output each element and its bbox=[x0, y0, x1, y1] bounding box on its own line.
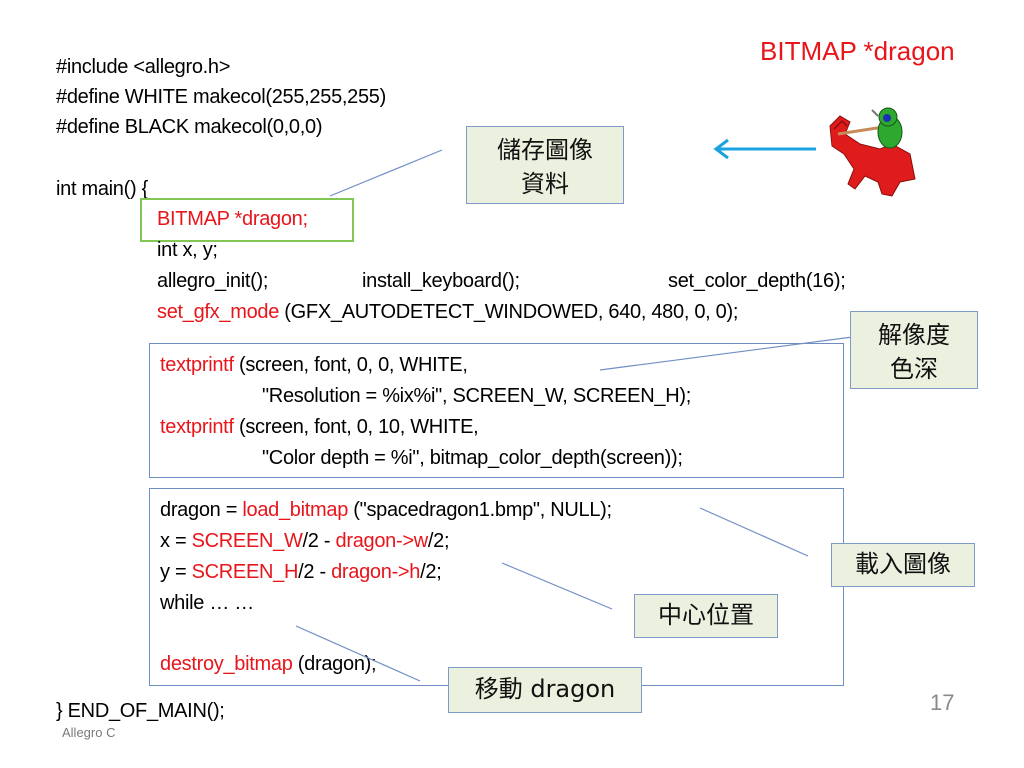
code-allegro-init: allegro_init(); bbox=[157, 270, 269, 292]
code-main-open: int main() { bbox=[56, 178, 148, 200]
code-textprintf-2: textprintf (screen, font, 0, 10, WHITE, bbox=[160, 412, 479, 443]
footer-label: Allegro C bbox=[62, 725, 116, 740]
code-args: (screen, font, 0, 0, WHITE, bbox=[233, 354, 468, 376]
code-define-white: #define WHITE makecol(255,255,255) bbox=[56, 86, 386, 108]
callout-line-load bbox=[699, 507, 809, 557]
slide-title: BITMAP *dragon bbox=[760, 36, 955, 66]
note-line: 色深 bbox=[890, 355, 938, 383]
code-fn-textprintf: textprintf bbox=[160, 354, 234, 376]
code-include: #include <allegro.h> bbox=[56, 56, 231, 78]
note-line: 儲存圖像 bbox=[497, 136, 593, 164]
callout-line-store bbox=[329, 149, 443, 197]
code-bitmap-decl: BITMAP *dragon; bbox=[157, 208, 308, 230]
callout-line-move bbox=[295, 625, 421, 682]
note-load-image: 載入圖像 bbox=[831, 543, 975, 587]
code-x-center: x = SCREEN_W/2 - dragon->w/2; bbox=[160, 526, 450, 557]
code-text: /2; bbox=[427, 530, 450, 552]
code-destroy-bitmap: destroy_bitmap (dragon); bbox=[160, 649, 377, 680]
code-fn-load-bitmap: load_bitmap bbox=[242, 499, 349, 521]
dragon-sprite-image bbox=[820, 104, 935, 204]
code-while: while … … bbox=[160, 592, 254, 614]
code-set-color-depth: set_color_depth(16); bbox=[668, 270, 846, 292]
code-keyword: SCREEN_H bbox=[191, 561, 299, 583]
code-textprintf-1: textprintf (screen, font, 0, 0, WHITE, bbox=[160, 350, 468, 381]
code-text: /2; bbox=[420, 561, 442, 583]
code-text: /2 - bbox=[302, 530, 336, 552]
note-store-image: 儲存圖像 資料 bbox=[466, 126, 624, 204]
code-args: (dragon); bbox=[292, 653, 377, 675]
code-fn-set-gfx-mode: set_gfx_mode bbox=[157, 301, 280, 323]
code-args: (screen, font, 0, 10, WHITE, bbox=[233, 416, 479, 438]
code-set-gfx-mode: set_gfx_mode (GFX_AUTODETECT_WINDOWED, 6… bbox=[157, 297, 738, 328]
arrow-left-icon bbox=[712, 138, 822, 160]
code-text: /2 - bbox=[298, 561, 332, 583]
code-fn-destroy-bitmap: destroy_bitmap bbox=[160, 653, 293, 675]
code-define-black: #define BLACK makecol(0,0,0) bbox=[56, 116, 323, 138]
code-textprintf-1-format: "Resolution = %ix%i", SCREEN_W, SCREEN_H… bbox=[262, 385, 691, 407]
code-text: dragon = bbox=[160, 499, 243, 521]
note-center-position: 中心位置 bbox=[634, 594, 778, 638]
code-load-bitmap: dragon = load_bitmap ("spacedragon1.bmp"… bbox=[160, 495, 612, 526]
code-text: y = bbox=[160, 561, 192, 583]
code-gfx-args: (GFX_AUTODETECT_WINDOWED, 640, 480, 0, 0… bbox=[279, 301, 739, 323]
page-number: 17 bbox=[930, 690, 955, 715]
note-line: 解像度 bbox=[878, 321, 950, 349]
bitmap-declaration-highlight bbox=[140, 198, 354, 242]
code-keyword: dragon->w bbox=[335, 530, 429, 552]
textprintf-code-box bbox=[149, 343, 844, 478]
code-fn-textprintf: textprintf bbox=[160, 416, 234, 438]
note-resolution-depth: 解像度 色深 bbox=[850, 311, 978, 389]
code-args: ("spacedragon1.bmp", NULL); bbox=[348, 499, 612, 521]
code-keyword: dragon->h bbox=[331, 561, 421, 583]
code-vars: int x, y; bbox=[157, 239, 218, 261]
code-install-keyboard: install_keyboard(); bbox=[362, 270, 520, 292]
code-text: x = bbox=[160, 530, 192, 552]
code-keyword: SCREEN_W bbox=[191, 530, 303, 552]
code-y-center: y = SCREEN_H/2 - dragon->h/2; bbox=[160, 557, 442, 588]
code-textprintf-2-format: "Color depth = %i", bitmap_color_depth(s… bbox=[262, 447, 683, 469]
note-move-dragon: 移動 dragon bbox=[448, 667, 642, 713]
callout-line-resolution bbox=[599, 335, 861, 371]
note-line: 資料 bbox=[521, 170, 569, 198]
callout-line-center bbox=[501, 562, 613, 610]
code-end-of-main: } END_OF_MAIN(); bbox=[56, 700, 225, 722]
